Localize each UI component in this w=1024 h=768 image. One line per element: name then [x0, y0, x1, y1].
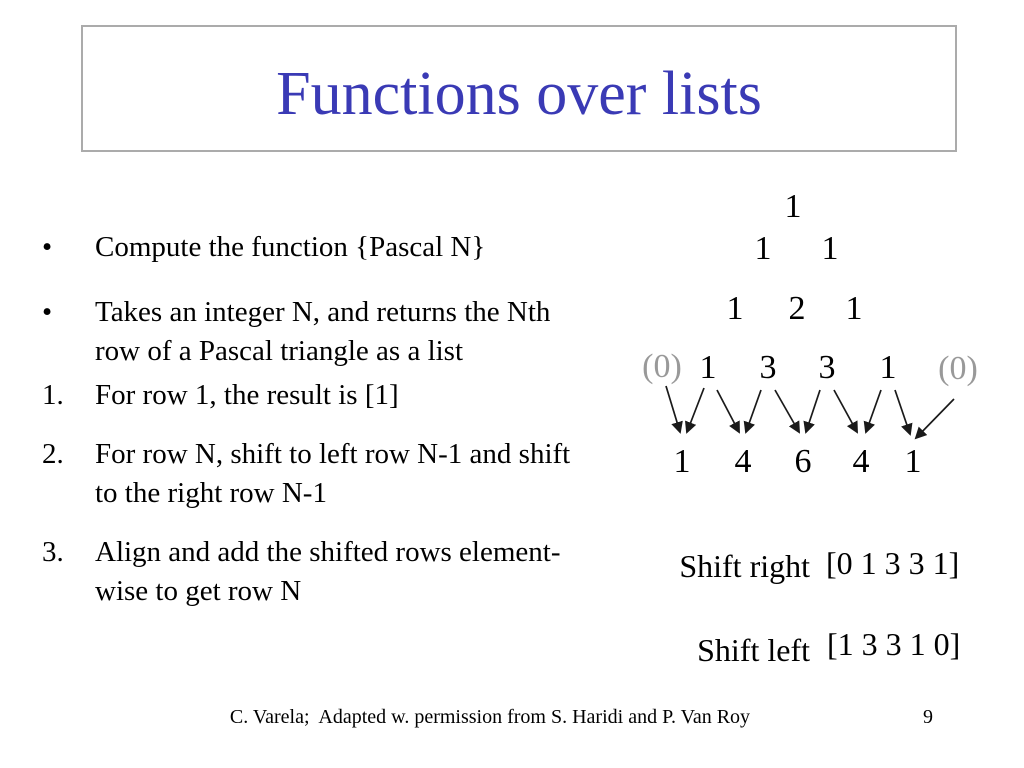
list-item: 3. Align and add the shifted rows elemen…: [42, 533, 602, 611]
pascal-number: 3: [818, 349, 836, 386]
arrow-line: [914, 398, 955, 440]
list-item: 1. For row 1, the result is [1]: [42, 376, 602, 415]
list-item: 2. For row N, shift to left row N-1 and …: [42, 435, 602, 513]
list-item: • Takes an integer N, and returns the Nt…: [42, 293, 602, 371]
pascal-zero-placeholder: (0): [642, 348, 682, 385]
list-marker: 2.: [42, 438, 64, 470]
shift-right-label: Shift right: [679, 548, 810, 584]
arrow-line: [743, 389, 762, 434]
pascal-number: 1: [879, 349, 897, 386]
list-item: • Compute the function {Pascal N}: [42, 228, 602, 267]
pascal-number: 2: [788, 290, 806, 327]
pascal-number: 1: [784, 188, 802, 225]
pascal-number: 4: [852, 443, 870, 480]
arrow-line: [685, 387, 705, 434]
arrow-line: [716, 389, 740, 434]
arrow-line: [665, 385, 683, 434]
list-item-text: Align and add the shifted rows element-w…: [95, 536, 561, 607]
list-item-text: For row N, shift to left row N-1 and shi…: [95, 438, 571, 509]
list-marker: 3.: [42, 536, 64, 568]
pascal-number: 1: [699, 349, 717, 386]
list-marker: •: [42, 231, 53, 263]
list-item-text: Compute the function {Pascal N}: [95, 231, 486, 263]
title-box: Functions over lists: [81, 25, 957, 152]
pascal-number: 1: [904, 443, 922, 480]
pascal-number: 6: [794, 443, 812, 480]
pascal-number: 3: [759, 349, 777, 386]
pascal-number: 4: [734, 443, 752, 480]
pascal-zero-placeholder: (0): [938, 350, 978, 387]
pascal-number: 1: [845, 290, 863, 327]
list-marker: •: [42, 296, 53, 328]
slide-title: Functions over lists: [276, 59, 762, 128]
list-marker: 1.: [42, 379, 64, 411]
list-item-text: Takes an integer N, and returns the Nth …: [95, 296, 551, 367]
shift-right-values: [0 1 3 3 1]: [826, 545, 960, 581]
list-item-text: For row 1, the result is [1]: [95, 379, 399, 411]
pascal-number: 1: [821, 230, 839, 267]
pascal-number: 1: [673, 443, 691, 480]
shift-left-values: [1 3 3 1 0]: [827, 626, 961, 662]
arrow-line: [863, 389, 882, 434]
page-number: 9: [923, 706, 933, 728]
body-list: • Compute the function {Pascal N} • Take…: [42, 228, 602, 611]
footer-credit: C. Varela; Adapted w. permission from S.…: [229, 706, 751, 728]
pascal-number: 1: [726, 290, 744, 327]
arrow-line: [774, 389, 800, 434]
shift-left-label: Shift left: [697, 632, 810, 668]
arrow-line: [803, 389, 821, 434]
pascal-number: 1: [754, 230, 772, 267]
arrow-line: [894, 389, 913, 436]
arrow-line: [833, 389, 858, 434]
